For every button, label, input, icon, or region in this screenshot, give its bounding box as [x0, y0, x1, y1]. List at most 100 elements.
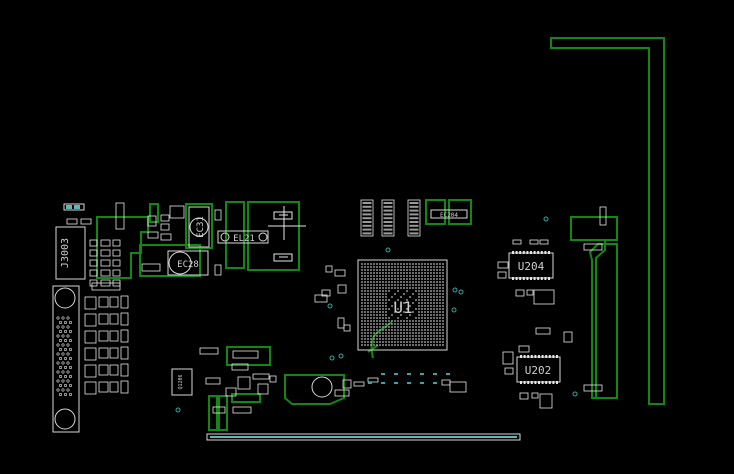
u1-ball [367, 275, 369, 277]
u1-ball [427, 275, 429, 277]
u1-ball [442, 278, 444, 280]
u1-ball [379, 284, 381, 286]
u1-ball [367, 293, 369, 295]
via [452, 287, 458, 293]
u1-ball [415, 332, 417, 334]
u1-ball [370, 263, 372, 265]
u1-ball [436, 305, 438, 307]
chip-pin [512, 277, 514, 280]
smd-part [109, 381, 119, 393]
el21-inductor[interactable]: EL21 [217, 230, 269, 244]
bottom-electrolytic-cap[interactable] [311, 376, 333, 398]
u1-bga-chip[interactable]: U1 [357, 259, 448, 351]
u1-ball [385, 308, 387, 310]
u1-ball [433, 269, 435, 271]
u1-ball [379, 344, 381, 346]
u1-ball [415, 275, 417, 277]
u1-ball [370, 311, 372, 313]
smd-part [120, 312, 129, 326]
u1-ball [427, 269, 429, 271]
u1-ball [415, 266, 417, 268]
u1-ball [370, 287, 372, 289]
u1-ball [388, 329, 390, 331]
bottom-edge-connector[interactable] [206, 433, 521, 441]
u1-ball [376, 296, 378, 298]
u1-ball [430, 302, 432, 304]
connector-pin [66, 334, 70, 338]
u1-ball [373, 332, 375, 334]
u1-ball [418, 305, 420, 307]
u1-ball [370, 302, 372, 304]
connector-pin [64, 365, 68, 369]
u1-ball [424, 335, 426, 337]
u1-ball [412, 335, 414, 337]
ec204-component[interactable]: EC204 [430, 209, 468, 219]
u1-ball [418, 281, 420, 283]
u1-ball [418, 323, 420, 325]
smd-part [497, 271, 507, 279]
u1-ball [430, 317, 432, 319]
u1-ball [421, 317, 423, 319]
smd-part [120, 295, 129, 309]
u202-chip[interactable]: U202 [516, 355, 561, 384]
ec28-capacitor[interactable]: EC28 [167, 250, 209, 276]
u1-ball [367, 344, 369, 346]
connector-pin [66, 343, 70, 347]
u1-ball [430, 338, 432, 340]
u1-ball [403, 281, 405, 283]
u1-ball [397, 272, 399, 274]
u1-ball [412, 320, 414, 322]
u1-ball [421, 296, 423, 298]
u1-ball [376, 323, 378, 325]
u1-ball [424, 308, 426, 310]
ic206-component[interactable]: Q1206 [171, 368, 193, 396]
j3003-connector[interactable]: J3003 [55, 226, 86, 280]
u1-ball [424, 278, 426, 280]
u1-ball [367, 272, 369, 274]
u1-ball [430, 320, 432, 322]
u1-ball [418, 275, 420, 277]
ec31-capacitor[interactable]: EC31 [188, 206, 210, 248]
connector-pin [58, 374, 62, 378]
u1-ball [364, 332, 366, 334]
connector-pin [61, 325, 65, 329]
u1-ball [388, 332, 390, 334]
u1-ball [382, 278, 384, 280]
left-smd-components [66, 202, 129, 395]
u1-ball [412, 311, 414, 313]
u1-ball [424, 320, 426, 322]
u1-ball [391, 341, 393, 343]
u204-chip[interactable]: U204 [508, 251, 554, 280]
smd-part [109, 296, 119, 308]
smd-part [84, 330, 97, 344]
u1-ball [373, 311, 375, 313]
u1-ball [400, 344, 402, 346]
top-left-small-part[interactable] [63, 203, 85, 211]
u1-ball [433, 305, 435, 307]
smd-part [84, 364, 97, 378]
u1-ball [424, 290, 426, 292]
left-vertical-connector[interactable] [52, 285, 80, 433]
u1-ball [430, 275, 432, 277]
u1-ball [418, 314, 420, 316]
chip-pin [530, 251, 532, 254]
u1-ball [412, 284, 414, 286]
u1-ball [436, 323, 438, 325]
u1-ball [373, 278, 375, 280]
u1-ball [382, 323, 384, 325]
u1-ball [361, 311, 363, 313]
u1-ball [406, 332, 408, 334]
u1-ball [370, 332, 372, 334]
u1-ball [376, 302, 378, 304]
chip-pin [523, 355, 526, 358]
chip-pin [520, 381, 522, 384]
u1-ball [361, 290, 363, 292]
u1-ball [427, 296, 429, 298]
u1-ball [364, 278, 366, 280]
u1-ball [409, 344, 411, 346]
u1-ball [439, 329, 441, 331]
u1-ball [427, 290, 429, 292]
chip-pin [522, 277, 525, 280]
